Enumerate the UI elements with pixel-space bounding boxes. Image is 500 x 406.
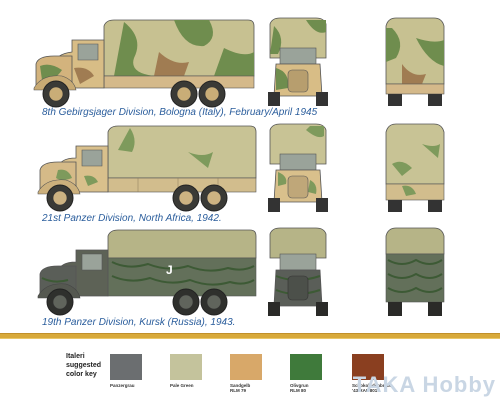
swatch-panzergrau [110, 354, 142, 380]
swatch-label-schokoladenbraun: Schokoladenbraun '43 RAL 8017 [352, 383, 393, 393]
swatch-label-sandgelb: Sandgelb RLM 79 [230, 383, 251, 393]
swatch-schokoladenbraun [352, 354, 384, 380]
swatch-olivgrun [290, 354, 322, 380]
color-key-title: Italeri suggested color key [66, 353, 102, 378]
truck-side-view-2 [37, 125, 257, 212]
section-divider [0, 333, 500, 339]
swatch-label-pale-green: Pale Green [170, 383, 194, 388]
truck-side-view-1 [33, 19, 255, 108]
truck-rear-view-2 [385, 123, 445, 212]
truck-front-view-3 [268, 227, 328, 316]
truck-side-view-3: J [37, 229, 257, 316]
truck-marking: J [166, 263, 173, 277]
truck-front-view-2 [268, 123, 328, 212]
swatch-pale-green [170, 354, 202, 380]
swatch-sandgelb [230, 354, 262, 380]
row-caption-1: 8th Gebirgsjager Division, Bologna (Ital… [42, 107, 318, 118]
truck-front-view-1 [268, 17, 328, 106]
truck-rear-view-1 [385, 17, 445, 106]
watermark: TAKA Hobby [352, 372, 496, 397]
swatch-label-olivgrun: Olivgrun RLM 80 [290, 383, 309, 393]
truck-rear-view-3 [385, 227, 445, 316]
row-caption-2: 21st Panzer Division, North Africa, 1942… [42, 213, 222, 224]
row-caption-3: 19th Panzer Division, Kursk (Russia), 19… [42, 317, 236, 328]
swatch-label-panzergrau: Panzergrau [110, 383, 135, 388]
